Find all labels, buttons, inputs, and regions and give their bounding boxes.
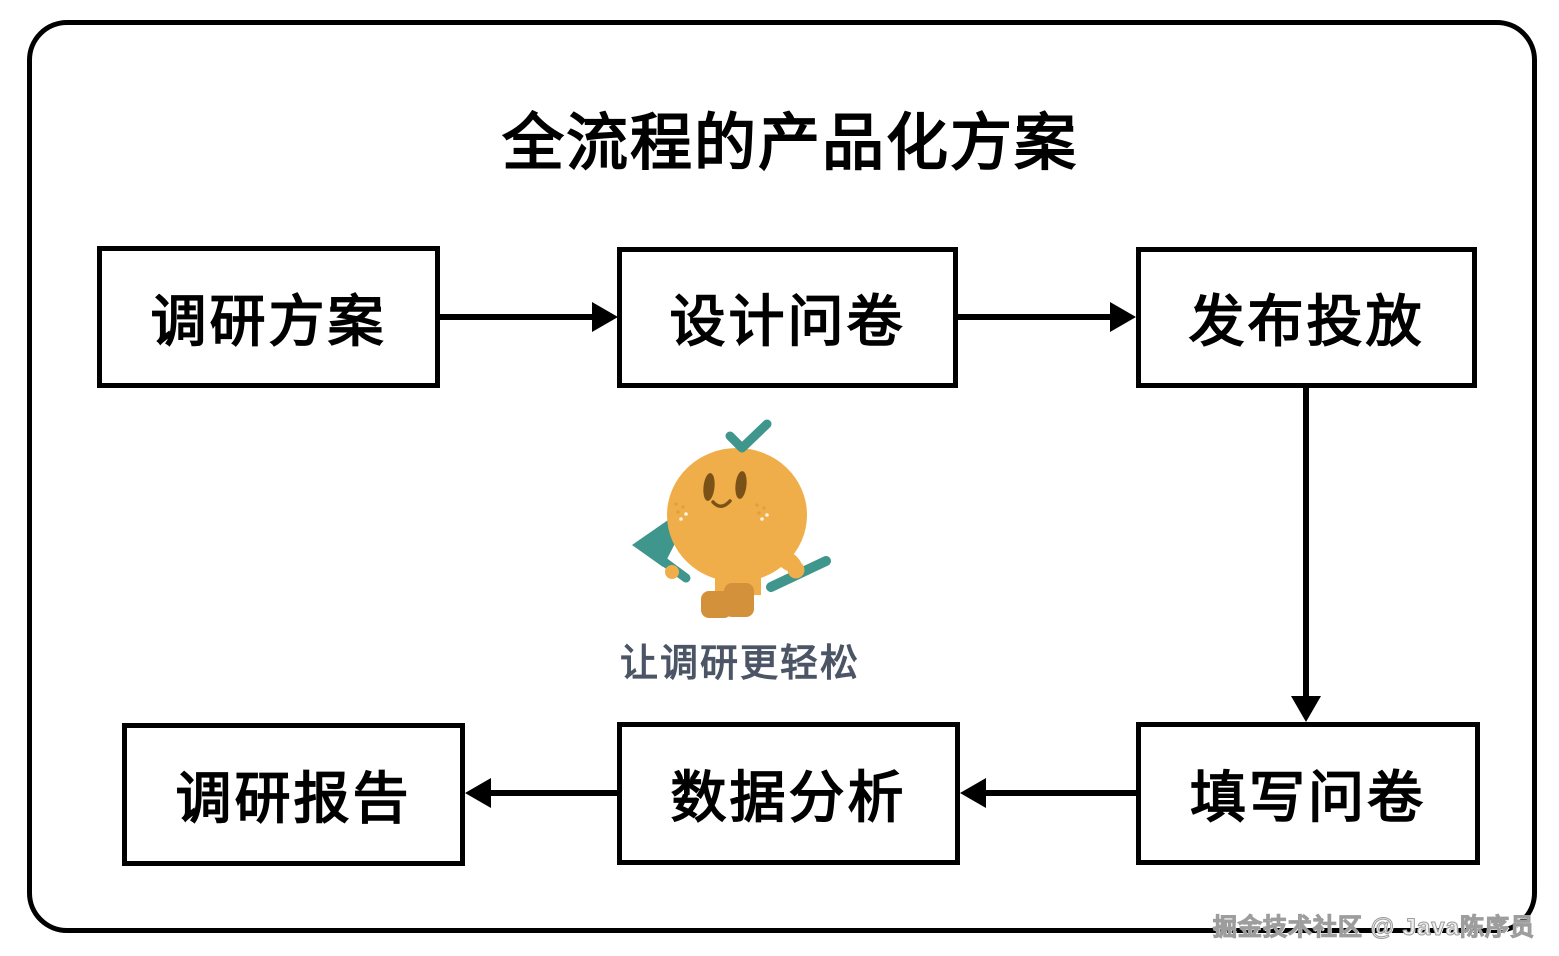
mascot-body <box>667 448 807 582</box>
mascot-left-eye <box>703 473 715 501</box>
flow-node-design-survey: 设计问卷 <box>617 247 958 388</box>
mascot-left-freckles <box>674 502 688 521</box>
node-label: 调研方案 <box>150 289 387 353</box>
freckle-sparkle <box>765 513 769 517</box>
flow-node-research-plan: 调研方案 <box>97 246 440 388</box>
node-label: 调研报告 <box>175 767 412 830</box>
freckle-sparkle <box>679 517 683 521</box>
freckle-sparkle <box>684 512 688 516</box>
arrow-shaft <box>440 314 594 320</box>
mascot-left-hand <box>665 565 679 579</box>
mascot-slogan: 让调研更轻松 <box>619 643 860 685</box>
freckle-dot <box>755 503 759 507</box>
mascot-right-eye <box>735 471 747 499</box>
arrow-shaft <box>489 790 617 796</box>
arrow-head-down-icon <box>1291 696 1321 722</box>
node-label: 发布投放 <box>1188 290 1425 353</box>
flow-node-research-report: 调研报告 <box>122 723 465 866</box>
flow-node-data-analysis: 数据分析 <box>617 722 960 865</box>
watermark-text: 掘金技术社区 @ Java陈序员 <box>1212 914 1535 942</box>
outer-frame <box>27 20 1537 933</box>
arrow-shaft <box>958 314 1112 320</box>
node-label: 填写问卷 <box>1190 766 1426 829</box>
arrow-shaft <box>984 790 1136 796</box>
arrow-head-left-icon <box>465 778 491 808</box>
flow-node-publish: 发布投放 <box>1136 247 1477 388</box>
mascot-right-freckles <box>755 503 769 521</box>
freckle-dot <box>762 506 766 510</box>
mascot-left-boot <box>701 591 732 618</box>
freckle-dot <box>681 505 685 509</box>
mascot-orange-character <box>632 419 831 618</box>
mascot-right-hand <box>787 561 805 579</box>
flow-node-fill-survey: 填写问卷 <box>1136 722 1480 865</box>
mascot-smile <box>711 499 732 508</box>
freckle-dot <box>676 510 680 514</box>
mascot-sprout-leaf-icon <box>725 419 772 453</box>
arrow-shaft <box>1303 388 1309 696</box>
node-label: 数据分析 <box>670 766 907 829</box>
freckle-dot <box>757 511 761 515</box>
arrow-head-right-icon <box>1110 302 1136 332</box>
node-label: 设计问卷 <box>669 290 906 353</box>
freckle-dot <box>674 502 678 506</box>
freckle-sparkle <box>760 517 764 521</box>
diagram-title: 全流程的产品化方案 <box>501 109 1078 178</box>
arrow-head-left-icon <box>960 778 986 808</box>
arrow-head-right-icon <box>592 302 618 332</box>
